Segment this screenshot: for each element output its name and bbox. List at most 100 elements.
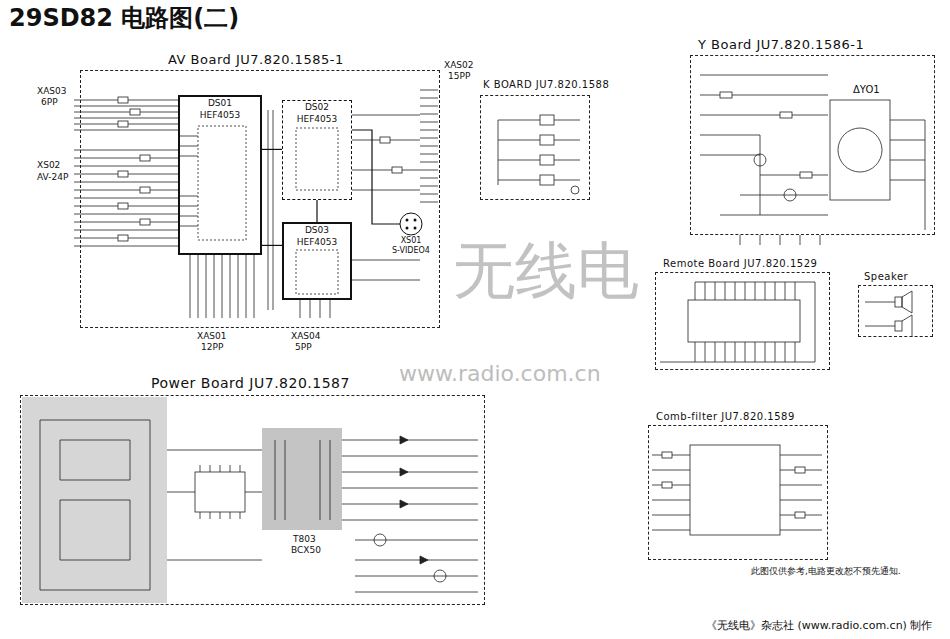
board-heading: AV Board JU7.820.1585-1 [166, 52, 346, 68]
y-board-wiring [720, 92, 812, 178]
power-board-wiring [400, 500, 408, 508]
comb-filter-wiring [662, 452, 672, 458]
circuit-board: K BOARD JU7.820.1588 [480, 95, 590, 200]
speaker-symbols [902, 315, 912, 337]
power-board-wiring [275, 440, 330, 520]
remote-board-wiring [695, 342, 795, 362]
av-wiring [392, 167, 402, 173]
circuit-board: Speaker [858, 285, 933, 337]
y-board-wiring [800, 172, 812, 178]
power-board-wiring [374, 534, 386, 546]
av-wiring [296, 128, 338, 190]
socket-pin [406, 227, 409, 230]
comb-filter-wiring [780, 455, 822, 530]
power-board-wiring [400, 468, 408, 476]
ic-chip: DS03HEF4053 [282, 222, 352, 300]
comb-filter-wiring [652, 445, 822, 535]
av-wiring [74, 90, 438, 318]
av-wiring [118, 97, 128, 103]
av-wiring [118, 97, 402, 241]
av-wiring [420, 90, 438, 202]
comb-filter-wiring [795, 512, 805, 518]
speaker-symbols [865, 291, 912, 337]
y-board-wiring [830, 100, 890, 200]
speaker-symbols [895, 297, 902, 307]
board-heading: Speaker [862, 271, 910, 283]
k-board-wiring [540, 115, 554, 125]
comb-filter-wiring [795, 467, 805, 473]
part-label: HEF4053 [199, 110, 242, 121]
av-wiring [178, 136, 198, 226]
y-board-wiring [890, 120, 925, 230]
power-board-wiring [342, 440, 478, 592]
wire-connector [262, 149, 282, 150]
connector-socket: XS01S-VIDEO4 [388, 212, 434, 258]
power-board-wiring [167, 450, 262, 560]
circuit-board: Remote Board JU7.820.1529 [655, 272, 830, 370]
part-label: 6PP [40, 97, 59, 108]
av-wiring [190, 255, 254, 318]
part-label: AV-24P [36, 172, 69, 183]
power-board-wiring [420, 556, 428, 564]
speaker-symbols [902, 291, 912, 313]
y-board-wiring [754, 154, 766, 166]
remote-board-wiring [688, 300, 800, 342]
comb-filter-wiring [662, 452, 805, 518]
board-heading: Power Board JU7.820.1587 [149, 375, 352, 392]
note: 此图仅供参考,电路更改恕不预先通知. [750, 566, 902, 577]
av-wiring [198, 126, 246, 240]
av-wiring [352, 115, 420, 280]
comb-filter-wiring [652, 455, 690, 530]
k-board-wiring [540, 155, 554, 165]
wire-connector [262, 245, 282, 246]
part-label: XS02 [36, 160, 61, 171]
socket-pin [414, 219, 417, 222]
board-heading: Remote Board JU7.820.1529 [661, 258, 819, 270]
socket-pin [414, 227, 417, 230]
av-wiring [140, 155, 150, 161]
av-wiring [118, 235, 128, 241]
comb-filter-wiring [662, 482, 672, 488]
power-board-wiring [195, 472, 245, 512]
power-board-wiring [22, 397, 478, 603]
power-board-wiring [400, 436, 408, 444]
y-board-wiring [700, 75, 828, 215]
board-heading: K BOARD JU7.820.1588 [481, 79, 611, 91]
power-board-wiring [262, 428, 342, 530]
page-title: 29SD82 电路图(二) [8, 4, 240, 33]
part-label: BCX50 [290, 545, 322, 556]
credit: 《无线电》杂志社 (www.radio.com.cn) 制作 [705, 619, 933, 632]
circuit-board: Comb-filter JU7.820.1589 [648, 425, 828, 560]
y-board-wiring [780, 112, 792, 118]
part-label: DS02 [304, 102, 330, 113]
power-board-wiring [434, 570, 446, 582]
k-board-wiring [498, 115, 580, 194]
part-label: HEF4053 [296, 114, 339, 125]
circuit-board: AV Board JU7.820.1585-1DS01HEF4053DS02HE… [80, 70, 440, 328]
comb-filter-wiring [690, 445, 780, 535]
speaker-symbols [895, 321, 902, 331]
y-board-wiring [838, 128, 882, 172]
part-label: T803 [292, 534, 317, 545]
wire-connector [352, 130, 400, 224]
board-heading: Comb-filter JU7.820.1589 [654, 411, 797, 423]
part-label: 5PP [294, 342, 313, 353]
remote-board-wiring [695, 282, 795, 300]
av-wiring [380, 137, 390, 143]
remote-board-wiring [660, 282, 815, 362]
watermark: www.radio.com.cn [398, 361, 602, 387]
part-label: DS01 [207, 98, 233, 109]
power-board-wiring [40, 420, 150, 590]
part-label: S-VIDEO4 [392, 246, 430, 256]
ic-chip: DS02HEF4053 [282, 100, 352, 200]
k-board-wiring [540, 115, 554, 185]
av-wiring [300, 300, 330, 318]
circuit-board: Power Board JU7.820.1587 [20, 395, 485, 605]
k-board-wiring [571, 186, 579, 194]
power-board-wiring [400, 436, 428, 564]
av-wiring [118, 121, 128, 127]
part-label: DS03 [304, 225, 330, 236]
av-wiring [74, 100, 178, 246]
